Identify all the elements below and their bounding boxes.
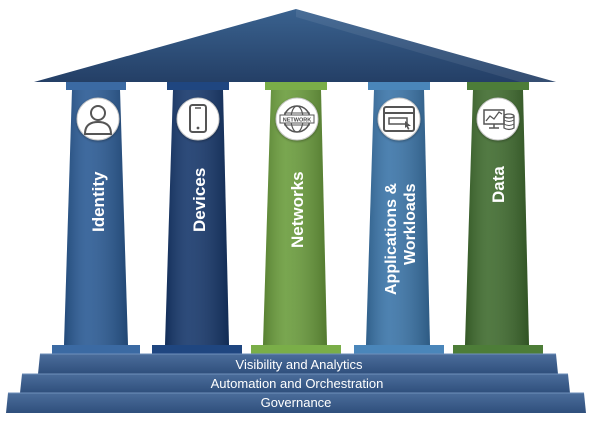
pillar-identity: Identity: [52, 82, 140, 354]
pillar-base: [251, 345, 341, 354]
roof: [34, 9, 556, 82]
data-analytics-icon: [476, 97, 520, 141]
network-icon-text: NETWORK: [283, 118, 311, 124]
pillar-label-devices: Devices: [190, 168, 209, 232]
foundation-step-automation: Automation and Orchestration: [20, 373, 570, 393]
pillar-label-applications: Applications &: [383, 183, 400, 295]
foundation-step-visibility: Visibility and Analytics: [38, 353, 558, 374]
foundation-step-governance: Governance: [6, 392, 586, 413]
pillar-devices: Devices: [152, 82, 242, 354]
pillar-label-data: Data: [489, 166, 508, 203]
pillar-data: Data: [453, 82, 543, 354]
pillar-base: [453, 345, 543, 354]
step-label-automation: Automation and Orchestration: [211, 376, 384, 391]
pillar-base: [152, 345, 242, 354]
pillar-capital: [467, 82, 529, 90]
pillar-capital: [66, 82, 126, 90]
pillar-capital: [368, 82, 430, 90]
pillar-applications-workloads: Applications & Workloads: [354, 82, 444, 354]
pillar-base: [354, 345, 444, 354]
roof-highlight: [296, 9, 556, 82]
pillar-label-workloads: Workloads: [402, 183, 419, 265]
step-label-governance: Governance: [261, 395, 332, 410]
pillar-capital: [167, 82, 229, 90]
mobile-device-icon: [176, 97, 220, 141]
network-globe-icon: NETWORK: [275, 97, 319, 141]
pillar-label-identity: Identity: [89, 171, 108, 232]
pillar-capital: [265, 82, 327, 90]
application-window-icon: [377, 97, 421, 141]
pillar-base: [52, 345, 140, 354]
pillar-networks: NETWORK Networks: [251, 82, 341, 354]
person-icon: [76, 97, 120, 141]
step-label-visibility: Visibility and Analytics: [236, 357, 363, 372]
pillar-label-networks: Networks: [288, 171, 307, 248]
